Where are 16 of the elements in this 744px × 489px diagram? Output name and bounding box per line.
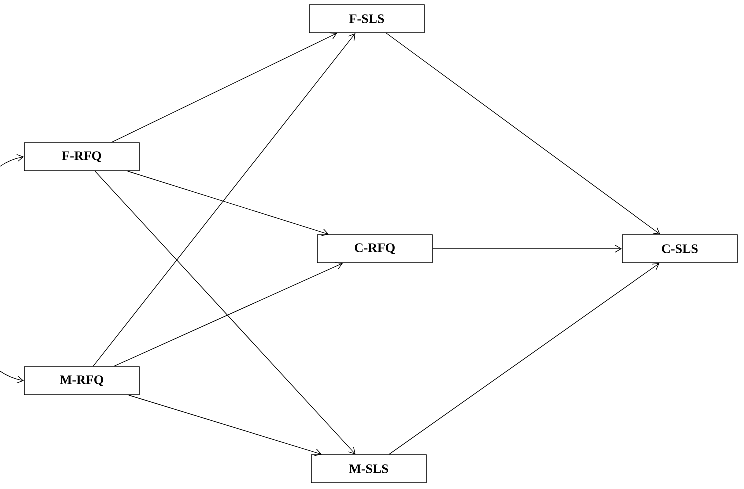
arrow (111, 32, 338, 143)
variable-box: F-SLS (309, 4, 425, 34)
arrow (388, 263, 660, 455)
variable-box: M-SLS (311, 454, 427, 484)
arrow (128, 171, 330, 236)
variable-box: M-RFQ (24, 366, 140, 396)
variable-box: F-RFQ (24, 142, 140, 172)
arrow (128, 395, 322, 456)
arrow (92, 33, 356, 367)
variable-box: C-RFQ (317, 234, 433, 264)
arrow (432, 245, 622, 253)
variable-box: C-SLS (622, 234, 738, 264)
arrow (114, 262, 344, 367)
double-arrow (0, 154, 24, 384)
arrow (94, 171, 356, 455)
arrow (386, 33, 660, 235)
